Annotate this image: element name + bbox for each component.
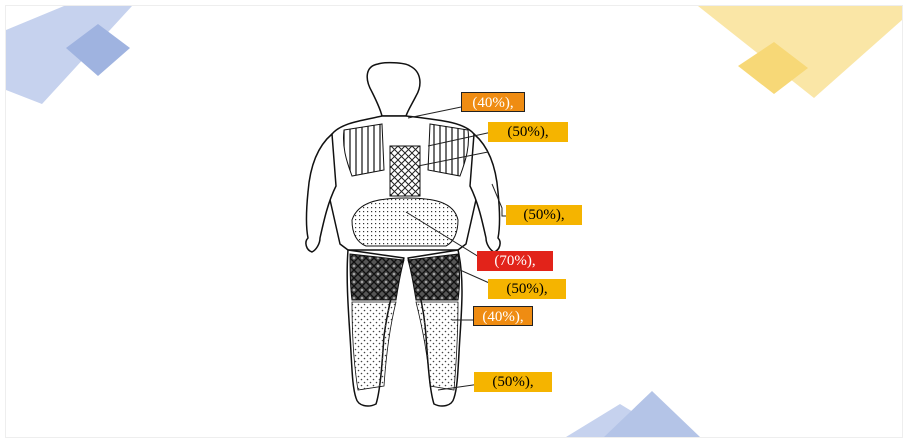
lower-leg-region-left [352, 302, 396, 390]
lower-back-region [352, 198, 458, 246]
label-thighs: (50%), [488, 279, 566, 299]
label-calves: (50%), [474, 372, 552, 392]
head [367, 63, 420, 116]
thigh-region-left [350, 254, 404, 300]
thigh-region-right [408, 254, 460, 300]
body-figure [6, 6, 902, 437]
shoulder-region-left [343, 124, 384, 176]
leader-upper-back [408, 106, 466, 118]
label-shoulder-blades: (50%), [488, 122, 568, 142]
label-knees: (40%), [473, 306, 533, 326]
left-arm [306, 134, 336, 252]
label-side-waist: (50%), [506, 205, 582, 225]
spine-region [390, 146, 420, 196]
label-upper-back: (40%), [461, 92, 525, 112]
slide: (40%), (50%), (50%), (70%), (50%), (40%)… [6, 6, 902, 437]
lower-leg-region-right [416, 302, 458, 390]
label-lower-back: (70%), [477, 251, 553, 271]
shoulder-region-right [428, 124, 469, 176]
